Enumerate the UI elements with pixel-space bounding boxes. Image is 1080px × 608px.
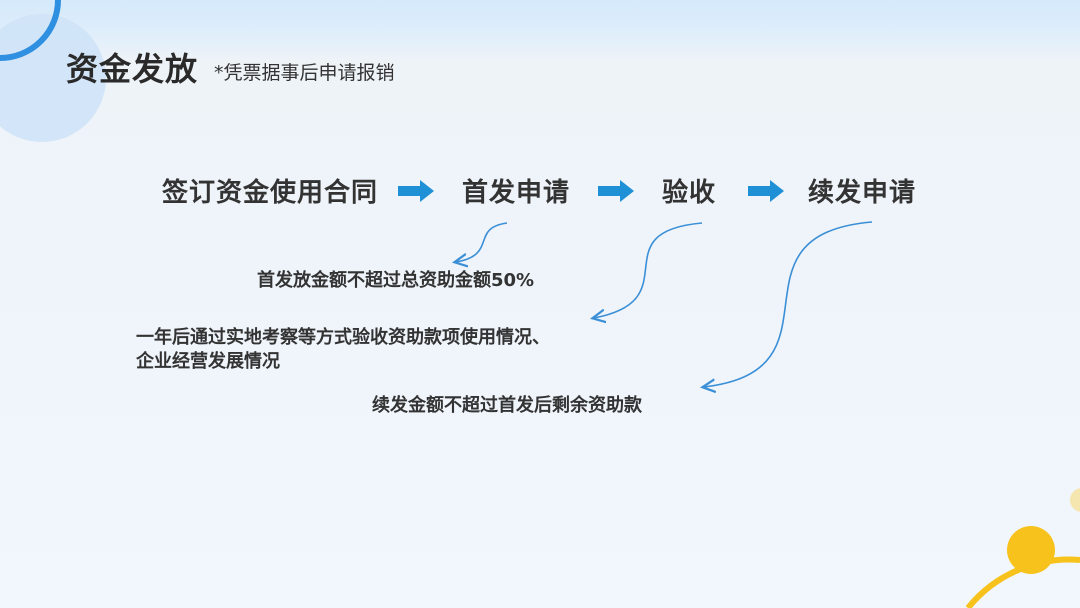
step-acceptance: 验收 xyxy=(662,178,717,208)
note-first-release: 首发放金额不超过总资助金额50% xyxy=(257,270,535,291)
note-subsequent-release: 续发金额不超过首发后剩余资助款 xyxy=(372,395,642,416)
page-title: 资金发放 xyxy=(66,50,199,88)
step-first-application: 首发申请 xyxy=(462,178,571,208)
note-acceptance-line1: 一年后通过实地考察等方式验收资助款项使用情况、 xyxy=(136,327,550,348)
page-subtitle: *凭票据事后申请报销 xyxy=(214,62,395,84)
step-subsequent-application: 续发申请 xyxy=(808,178,917,208)
header-band xyxy=(0,0,1080,60)
curved-arrow-icon xyxy=(456,222,508,262)
step-sign-contract: 签订资金使用合同 xyxy=(162,178,379,208)
curved-arrow-icon xyxy=(594,222,703,318)
note-acceptance-line2: 企业经营发展情况 xyxy=(136,351,280,372)
right-arrow-icon xyxy=(398,180,434,202)
right-arrow-icon xyxy=(598,180,634,202)
curved-arrow-icon xyxy=(704,221,873,387)
right-arrow-icon xyxy=(748,180,784,202)
